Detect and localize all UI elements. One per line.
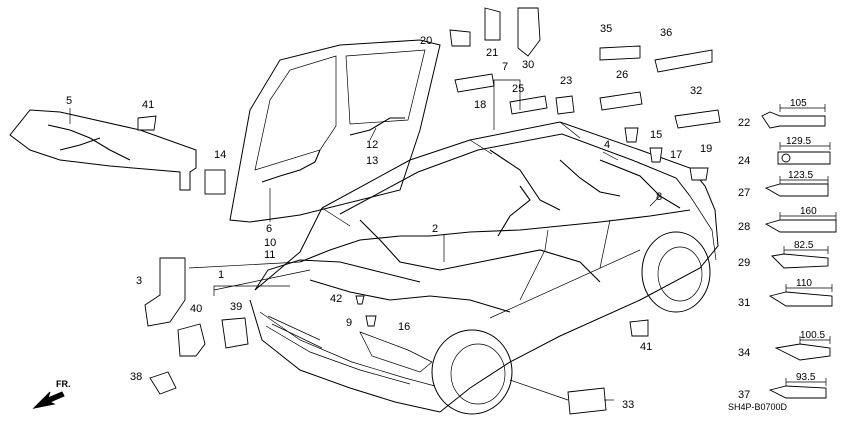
callout-number: 38: [130, 371, 142, 383]
callout-number: 29: [738, 257, 750, 269]
callout-number: 39: [230, 301, 242, 313]
part-3-shape: [144, 257, 186, 327]
leader-lines: [69, 79, 661, 401]
callout-number: 3: [136, 275, 142, 287]
callout-number: 41: [640, 341, 652, 353]
part-9-shape: [365, 315, 377, 327]
callout-number: 20: [420, 35, 432, 47]
door-panel: [229, 39, 441, 223]
dimension-label: 160: [800, 206, 817, 217]
callout-number: 14: [214, 149, 226, 161]
dimension-label: 129.5: [786, 136, 811, 147]
part-38-shape: [149, 371, 177, 395]
part-19-shape: [689, 167, 709, 181]
part-22-shape: [761, 111, 826, 129]
callout-number: 35: [600, 23, 612, 35]
callout-number: 30: [522, 59, 534, 71]
callout-number: 25: [512, 83, 524, 95]
callout-number: 11: [264, 249, 275, 261]
callout-number: 40: [190, 303, 202, 315]
callout-number: 8: [656, 191, 662, 203]
callout-number: 13: [366, 155, 378, 167]
callout-number: 28: [738, 221, 750, 233]
front-direction-arrow-icon: [32, 391, 65, 409]
part-39-shape: [221, 317, 249, 349]
part-21-shape: [484, 7, 501, 41]
part-32-shape: [674, 109, 721, 129]
callout-number: 21: [486, 47, 498, 59]
part-33-shape: [567, 387, 607, 415]
callout-number: 18: [474, 99, 486, 111]
callout-number: 1: [218, 269, 224, 281]
part-31-shape: [768, 291, 833, 307]
part-20-shape: [449, 29, 471, 47]
diagram-code: SH4P-B0700D: [728, 402, 788, 412]
callout-number: 6: [266, 223, 272, 235]
dimension-label: 82.5: [794, 240, 814, 251]
part-23-shape: [555, 95, 575, 115]
callout-number: 36: [660, 27, 672, 39]
part-27-shape: [764, 183, 829, 197]
part-42-shape: [355, 295, 365, 305]
part-40-shape: [177, 323, 206, 357]
callout-number: 32: [690, 85, 702, 97]
part-34-shape: [774, 343, 831, 361]
callout-number: 26: [616, 69, 628, 81]
callout-number: 9: [346, 317, 352, 329]
callout-number: 41: [142, 99, 154, 111]
dimension-label: 93.5: [796, 372, 816, 383]
callout-number: 5: [66, 95, 72, 107]
dimension-label: 123.5: [788, 170, 813, 181]
callout-number: 2: [432, 223, 438, 235]
callout-number: 27: [738, 187, 750, 199]
callout-number: 17: [670, 149, 682, 161]
callout-number: 4: [604, 139, 610, 151]
part-37-shape: [768, 385, 827, 399]
dashboard-panel: [9, 109, 197, 191]
callout-number: 37: [738, 389, 750, 401]
part-18-shape: [454, 73, 495, 93]
part-30-shape: [517, 7, 541, 57]
part-41-shape: [137, 115, 157, 131]
callout-number: 10: [264, 237, 276, 249]
part-24-shape: [777, 151, 831, 165]
dimension-label: 100.5: [800, 330, 825, 341]
clip-parts-column: [761, 111, 837, 399]
dimension-labels: 105 129.5 123.5 160 82.5 110 100.5 93.5: [786, 98, 825, 383]
part-15-shape: [624, 127, 639, 143]
dimension-label: 110: [796, 278, 812, 289]
part-26-shape: [599, 91, 643, 111]
part-41b-shape: [629, 319, 649, 337]
callout-number: 15: [650, 129, 662, 141]
part-29-shape: [771, 253, 829, 269]
callout-number: 12: [366, 139, 378, 151]
callout-number: 22: [738, 117, 750, 129]
callout-number: 34: [738, 347, 750, 359]
part-36-shape: [654, 49, 713, 73]
main-harness-lines: [299, 149, 691, 313]
part-35-shape: [599, 45, 641, 61]
dimension-lines: [779, 104, 837, 386]
callout-number: 19: [700, 143, 712, 155]
callout-number: 33: [622, 399, 634, 411]
part-14-shape: [204, 169, 226, 195]
part-28-shape: [764, 219, 837, 233]
part-25-shape: [509, 95, 548, 115]
callout-number: 42: [330, 293, 342, 305]
callout-labels: 1234567891011121314151617181920212223242…: [66, 23, 750, 411]
part-shapes: [137, 7, 721, 415]
callout-number: 31: [738, 297, 750, 309]
part-17-shape: [649, 147, 663, 163]
car-body-outline: [249, 121, 719, 415]
dimension-label: 105: [790, 98, 807, 109]
callout-number: 16: [398, 321, 410, 333]
callout-number: 24: [738, 155, 750, 167]
callout-number: 23: [560, 75, 572, 87]
direction-label: FR.: [56, 379, 71, 389]
callout-number: 7: [502, 61, 508, 73]
